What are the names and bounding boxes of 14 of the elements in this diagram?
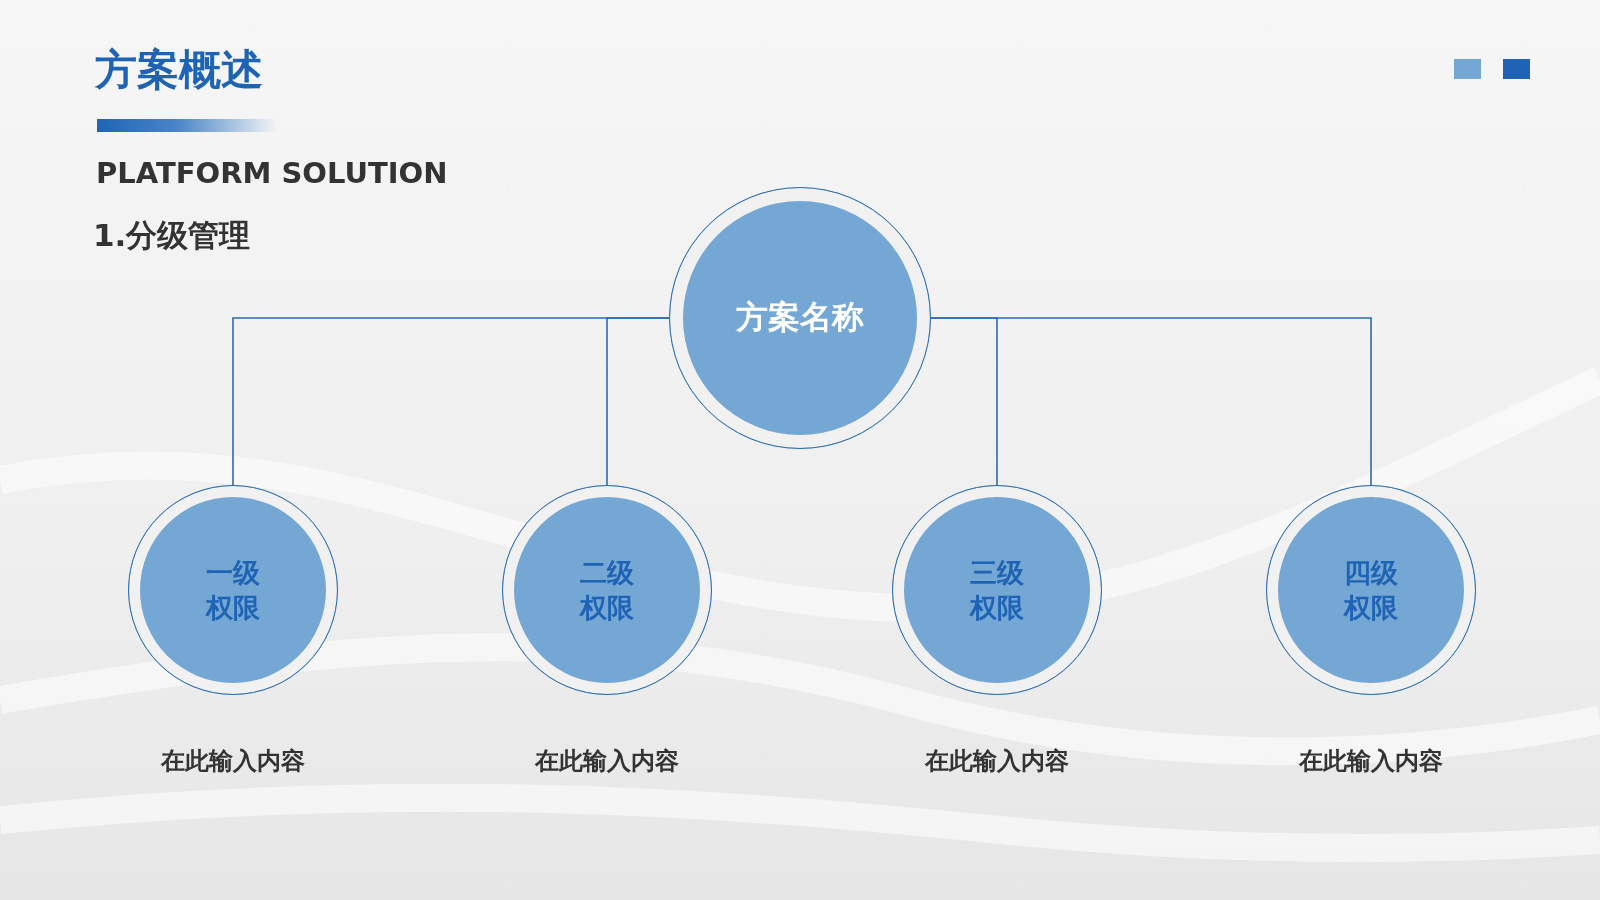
subtitle-text: PLATFORM SOLUTION xyxy=(96,156,448,190)
caption-text: 在此输入内容 xyxy=(533,746,680,777)
caption-text: 在此输入内容 xyxy=(923,746,1070,777)
circle-label: 二级权限 xyxy=(578,555,635,625)
connector-line xyxy=(930,317,1372,486)
section-heading: 1.分级管理 xyxy=(93,216,251,255)
caption-text: 在此输入内容 xyxy=(159,746,306,777)
circle-label: 三级权限 xyxy=(968,555,1025,625)
slide-title: 方案概述 xyxy=(95,44,263,96)
circle-label: 方案名称 xyxy=(735,297,865,339)
connector-line xyxy=(606,317,670,486)
circle-label: 四级权限 xyxy=(1342,555,1399,625)
circle-label: 一级权限 xyxy=(204,555,261,625)
caption-text: 在此输入内容 xyxy=(1297,746,1444,777)
